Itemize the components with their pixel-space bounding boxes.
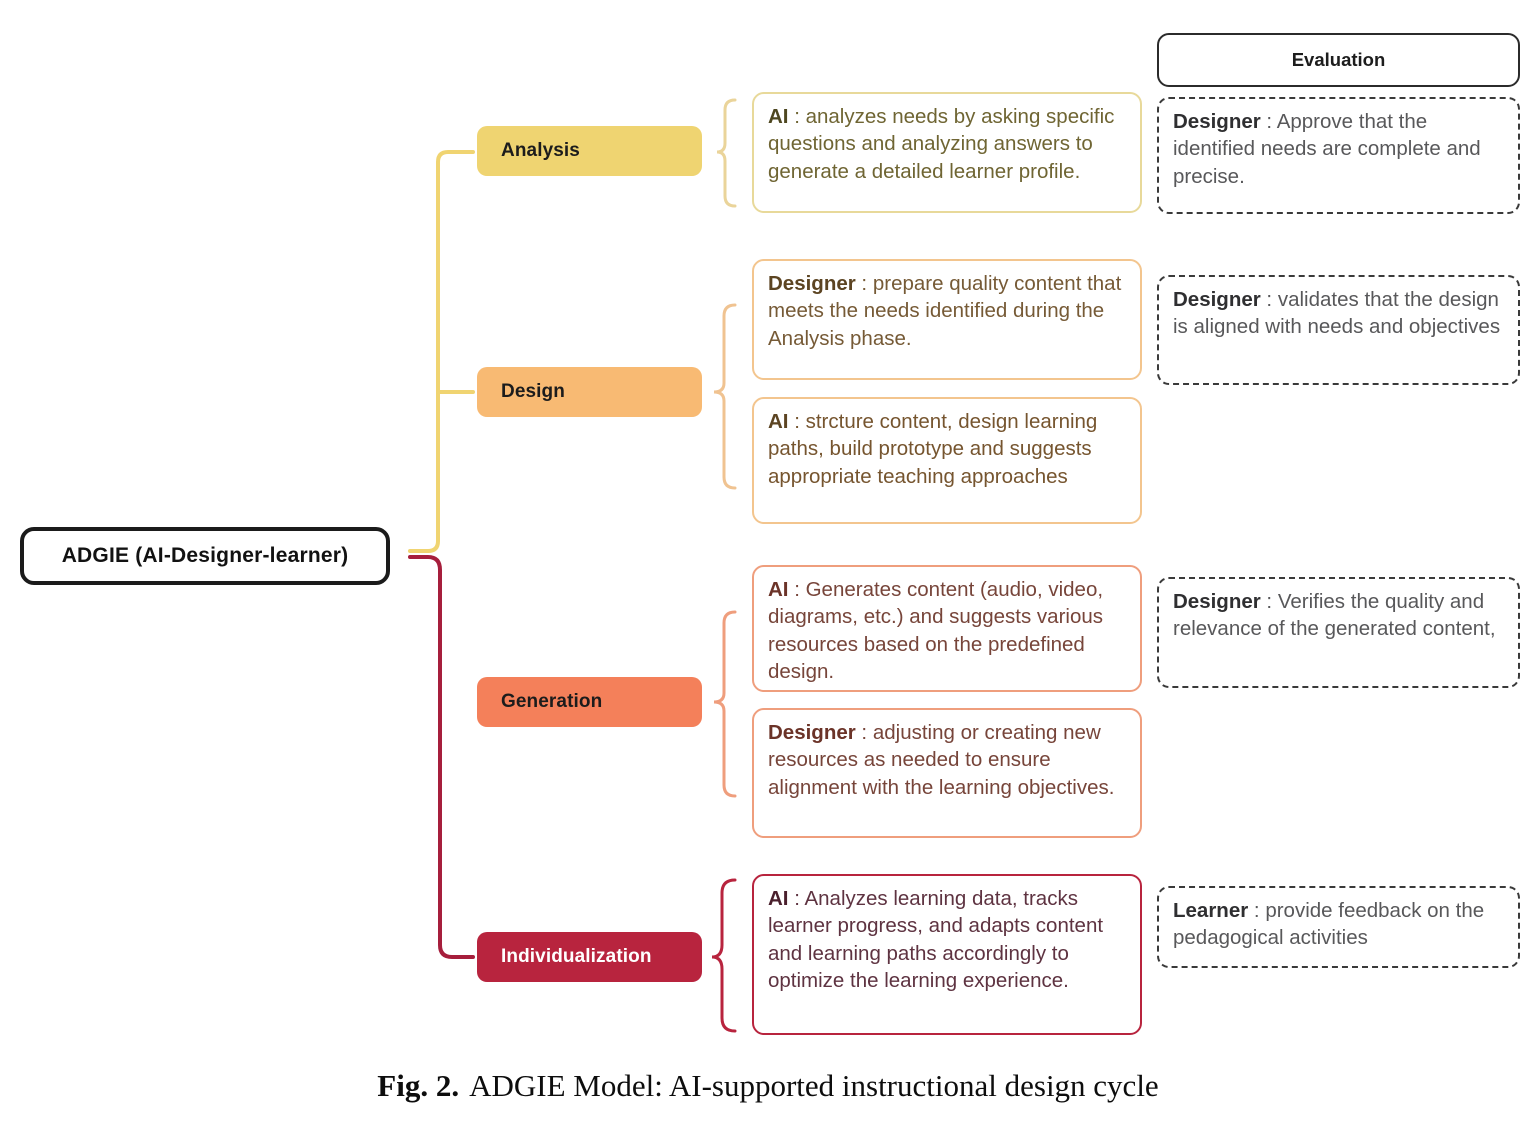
detail-box-design-designer: Designer : prepare quality content that … (752, 259, 1142, 380)
detail-role-label: AI (768, 578, 789, 601)
evaluation-box-design: Designer : validates that the design is … (1157, 275, 1520, 385)
evaluation-text: validates that the design is aligned wit… (1173, 288, 1501, 339)
detail-text: Generates content (audio, video, diagram… (768, 578, 1104, 683)
detail-role-label: AI (768, 887, 789, 910)
phase-label-design: Design (501, 381, 565, 402)
detail-role-label: Designer (768, 721, 856, 744)
brace-generation (713, 610, 737, 798)
evaluation-separator: : (1248, 899, 1260, 922)
root-node-label: ADGIE (AI-Designer-learner) (61, 544, 349, 567)
brace-individualization (711, 878, 737, 1033)
brace-design (713, 303, 737, 490)
detail-text: analyzes needs by asking specific questi… (768, 105, 1115, 183)
evaluation-role-label: Designer (1173, 288, 1261, 311)
phase-pill-analysis[interactable]: Analysis (477, 126, 702, 176)
evaluation-role-label: Designer (1173, 590, 1261, 613)
evaluation-role-label: Learner (1173, 899, 1249, 922)
detail-separator: : (788, 578, 800, 601)
phase-label-analysis: Analysis (501, 140, 580, 161)
evaluation-box-individualization: Learner : provide feedback on the pedago… (1157, 886, 1520, 968)
evaluation-separator: : (1260, 590, 1273, 613)
trunk-yellow (408, 150, 475, 553)
brace-analysis (716, 98, 737, 208)
detail-box-analysis-ai: AI : analyzes needs by asking specific q… (752, 92, 1142, 213)
detail-box-generation-ai: AI : Generates content (audio, video, di… (752, 565, 1142, 692)
phase-pill-individualization[interactable]: Individualization (477, 932, 702, 982)
phase-label-individualization: Individualization (501, 946, 652, 967)
root-node[interactable]: ADGIE (AI-Designer-learner) (20, 527, 390, 585)
evaluation-box-generation: Designer : Verifies the quality and rele… (1157, 577, 1520, 688)
phase-label-generation: Generation (501, 691, 603, 712)
detail-separator: : (855, 272, 868, 295)
trunk-crimson (408, 555, 475, 959)
detail-text: adjusting or creating new resources as n… (768, 721, 1115, 799)
detail-text: prepare quality content that meets the n… (768, 272, 1122, 350)
figure-caption: Fig. 2. ADGIE Model: AI-supported instruc… (0, 1068, 1536, 1104)
detail-text: Analyzes learning data, tracks learner p… (768, 887, 1104, 992)
detail-separator: : (855, 721, 868, 744)
detail-separator: : (788, 887, 800, 910)
detail-separator: : (788, 105, 800, 128)
detail-role-label: AI (768, 105, 789, 128)
evaluation-role-label: Designer (1173, 110, 1261, 133)
detail-box-generation-designer: Designer : adjusting or creating new res… (752, 708, 1142, 838)
evaluation-column-header: Evaluation (1157, 33, 1520, 87)
detail-box-individualization-ai: AI : Analyzes learning data, tracks lear… (752, 874, 1142, 1035)
evaluation-text: Verifies the quality and relevance of th… (1173, 590, 1496, 641)
evaluation-header-label: Evaluation (1291, 49, 1386, 70)
phase-pill-generation[interactable]: Generation (477, 677, 702, 727)
detail-role-label: Designer (768, 272, 856, 295)
detail-text: strcture content, design learning paths,… (768, 410, 1098, 488)
evaluation-box-analysis: Designer : Approve that the identified n… (1157, 97, 1520, 214)
detail-role-label: AI (768, 410, 789, 433)
evaluation-separator: : (1260, 288, 1273, 311)
figure-caption-text: ADGIE Model: AI-supported instructional … (469, 1068, 1159, 1103)
evaluation-separator: : (1260, 110, 1273, 133)
detail-box-design-ai: AI : strcture content, design learning p… (752, 397, 1142, 524)
phase-pill-design[interactable]: Design (477, 367, 702, 417)
evaluation-text: Approve that the identified needs are co… (1173, 110, 1481, 188)
evaluation-text: provide feedback on the pedagogical acti… (1173, 899, 1485, 950)
detail-separator: : (788, 410, 800, 433)
figure-caption-label: Fig. 2. (377, 1068, 460, 1103)
